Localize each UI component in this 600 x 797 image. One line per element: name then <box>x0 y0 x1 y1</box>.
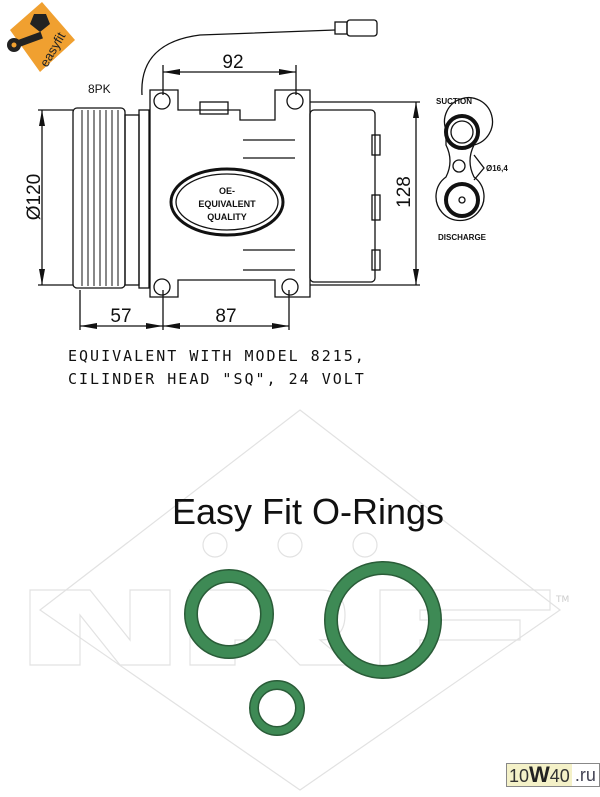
dim-92: 92 <box>222 52 243 73</box>
note-line: CILINDER HEAD "SQ", 24 VOLT <box>68 370 366 388</box>
nrf-watermark: TM <box>29 409 569 791</box>
badge-line: EQUIVALENT <box>198 199 256 209</box>
badge-line: OE- <box>219 186 235 196</box>
suction-label: SUCTION <box>436 97 472 106</box>
dim-pulley-diameter: Ø120 <box>24 174 45 220</box>
o-rings <box>184 561 442 736</box>
easyfit-logo: easyfit <box>7 2 75 72</box>
trademark: TM <box>555 595 569 605</box>
belt-label: 8PK <box>88 82 111 96</box>
dim-height: 128 <box>394 176 415 208</box>
discharge-label: DISCHARGE <box>438 233 487 242</box>
dim-57: 57 <box>110 306 131 327</box>
note-line: EQUIVALENT WITH MODEL 8215, <box>68 347 366 365</box>
compressor-drawing <box>38 19 494 330</box>
badge-line: QUALITY <box>207 212 247 222</box>
dim-87: 87 <box>215 306 236 327</box>
orings-title: Easy Fit O-Rings <box>172 491 444 532</box>
dim-port-diameter: Ø16,4 <box>486 164 508 173</box>
site-badge: 10W40 .ru <box>506 763 600 787</box>
